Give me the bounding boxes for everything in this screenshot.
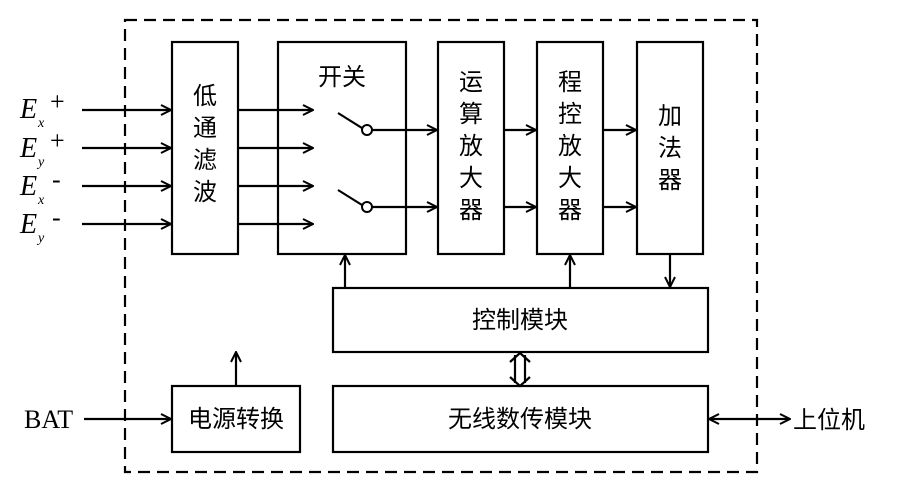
opamp-char-2: 算 [459, 100, 483, 128]
svg-text:x: x [37, 193, 45, 208]
svg-text:y: y [36, 155, 45, 170]
lowpass-char-1: 低 [193, 82, 217, 110]
opamp-char-1: 运 [459, 68, 483, 96]
arrowhead-up-control [509, 351, 531, 363]
switch-contact-lower [337, 189, 363, 206]
input-label-ex-plus: E x + [19, 87, 65, 131]
svg-text:E: E [19, 209, 37, 240]
switch-label: 开关 [318, 63, 366, 91]
control-module-label: 控制模块 [472, 306, 568, 334]
svg-text:y: y [36, 231, 45, 246]
arrowhead-down-wireless [509, 376, 531, 388]
svg-text:x: x [37, 116, 45, 131]
svg-text:+: + [50, 126, 65, 155]
system-boundary [123, 18, 759, 474]
adder-char-1: 加 [658, 102, 682, 130]
input-label-ey-plus: E y + [19, 126, 65, 170]
adder-block: 加 法 器 [635, 40, 705, 256]
pga-char-3: 放 [558, 132, 582, 160]
lowpass-char-3: 滤 [193, 146, 217, 174]
opamp-char-4: 大 [459, 164, 483, 192]
input-label-ex-minus: E x - [19, 165, 61, 208]
opamp-char-5: 器 [459, 196, 483, 224]
opamp-block: 运 算 放 大 器 [436, 40, 506, 256]
bat-label: BAT [24, 405, 73, 434]
svg-text:E: E [19, 133, 37, 164]
pga-char-1: 程 [558, 68, 582, 96]
wireless-module-label: 无线数传模块 [448, 405, 592, 433]
lowpass-filter-block: 低 通 滤 波 [170, 40, 240, 256]
wireless-module-block: 无线数传模块 [331, 384, 710, 454]
svg-text:-: - [52, 165, 61, 194]
control-module-block: 控制模块 [331, 286, 710, 354]
opamp-char-3: 放 [459, 132, 483, 160]
switch-terminal-upper [361, 124, 373, 136]
lowpass-char-4: 波 [193, 178, 217, 206]
power-conversion-label: 电源转换 [188, 405, 284, 433]
svg-text:E: E [19, 171, 37, 202]
adder-char-2: 法 [658, 134, 682, 162]
pga-block: 程 控 放 大 器 [535, 40, 605, 256]
power-conversion-block: 电源转换 [170, 384, 302, 454]
svg-text:E: E [19, 94, 37, 125]
host-computer-label: 上位机 [793, 406, 865, 434]
adder-char-3: 器 [658, 166, 682, 194]
input-label-ey-minus: E y - [19, 203, 61, 246]
switch-terminal-lower [361, 201, 373, 213]
pga-char-4: 大 [558, 164, 582, 192]
lowpass-char-2: 通 [193, 114, 217, 142]
switch-contact-upper [337, 112, 363, 129]
svg-text:+: + [50, 87, 65, 116]
pga-char-2: 控 [558, 100, 582, 128]
svg-text:-: - [52, 203, 61, 232]
pga-char-5: 器 [558, 196, 582, 224]
